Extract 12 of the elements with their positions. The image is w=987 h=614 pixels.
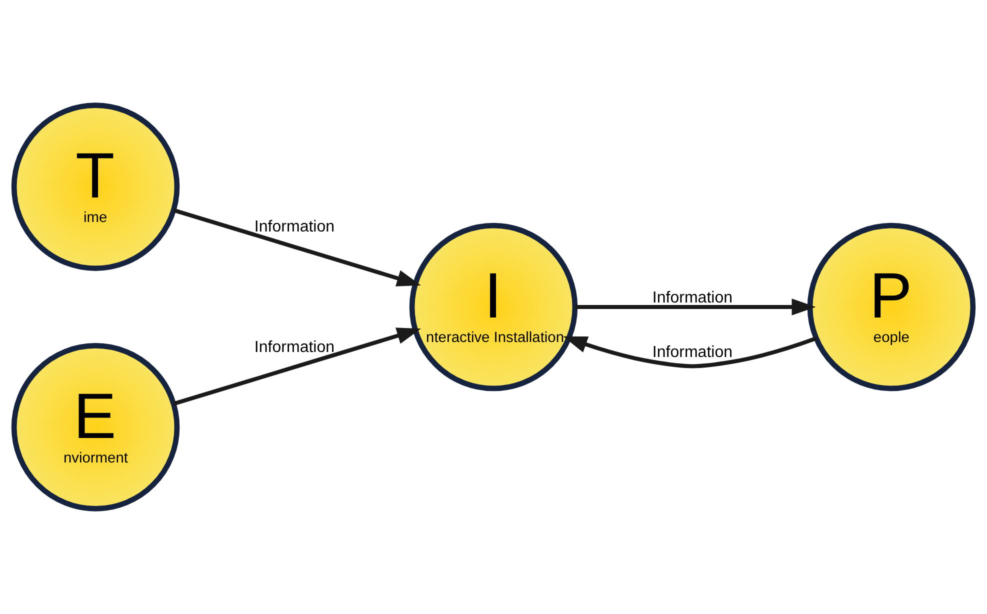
edge-label: Information	[254, 218, 335, 236]
arrow	[575, 298, 816, 316]
arrow	[173, 208, 421, 286]
node-circle: P eople	[807, 222, 976, 392]
node-circle: T ime	[11, 102, 180, 271]
edge-label: Information	[254, 338, 335, 356]
node-circle: E nviorment	[11, 343, 180, 512]
edge-label: Information	[652, 288, 733, 306]
node-circle: I nteractive Installation	[409, 222, 578, 392]
arrow	[563, 336, 817, 368]
arrow	[173, 328, 421, 406]
edge-label: Information	[652, 343, 733, 362]
